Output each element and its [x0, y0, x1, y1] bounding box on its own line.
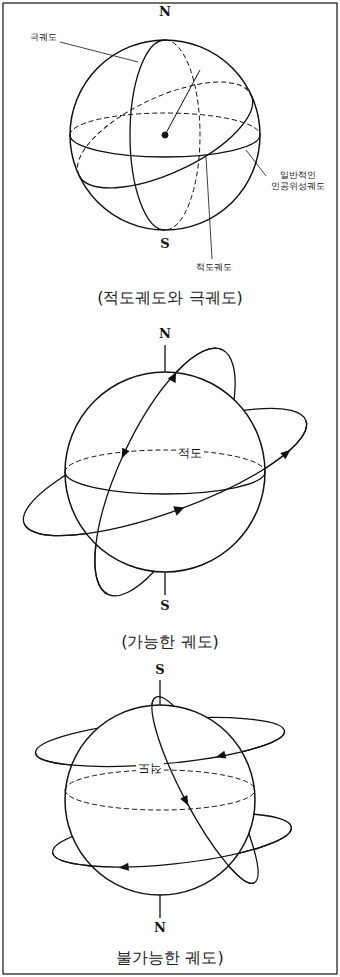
caption: (적도궤도와 극궤도)	[97, 288, 243, 307]
globe-possible-orbits	[10, 329, 321, 613]
pole-label: S	[160, 236, 169, 252]
caption: 불가능한 궤도)	[116, 948, 223, 967]
orbit-label: 적도궤도	[196, 262, 232, 273]
globe-equatorial-polar	[60, 40, 267, 259]
pole-label: N	[154, 920, 166, 936]
frame	[3, 3, 337, 974]
equator-label: 적도	[136, 762, 164, 776]
caption: (가능한 궤도)	[121, 632, 219, 651]
pole-label: N	[159, 4, 171, 20]
pole-label: N	[159, 326, 171, 342]
globe-impossible-orbits	[34, 680, 295, 918]
pole-label: S	[155, 662, 164, 678]
equator-label: 적도	[176, 446, 204, 460]
pole-label: S	[160, 598, 169, 614]
orbit-label: 극궤도	[30, 32, 57, 43]
orbit-label: 일반적인 인공위성궤도	[268, 170, 328, 192]
